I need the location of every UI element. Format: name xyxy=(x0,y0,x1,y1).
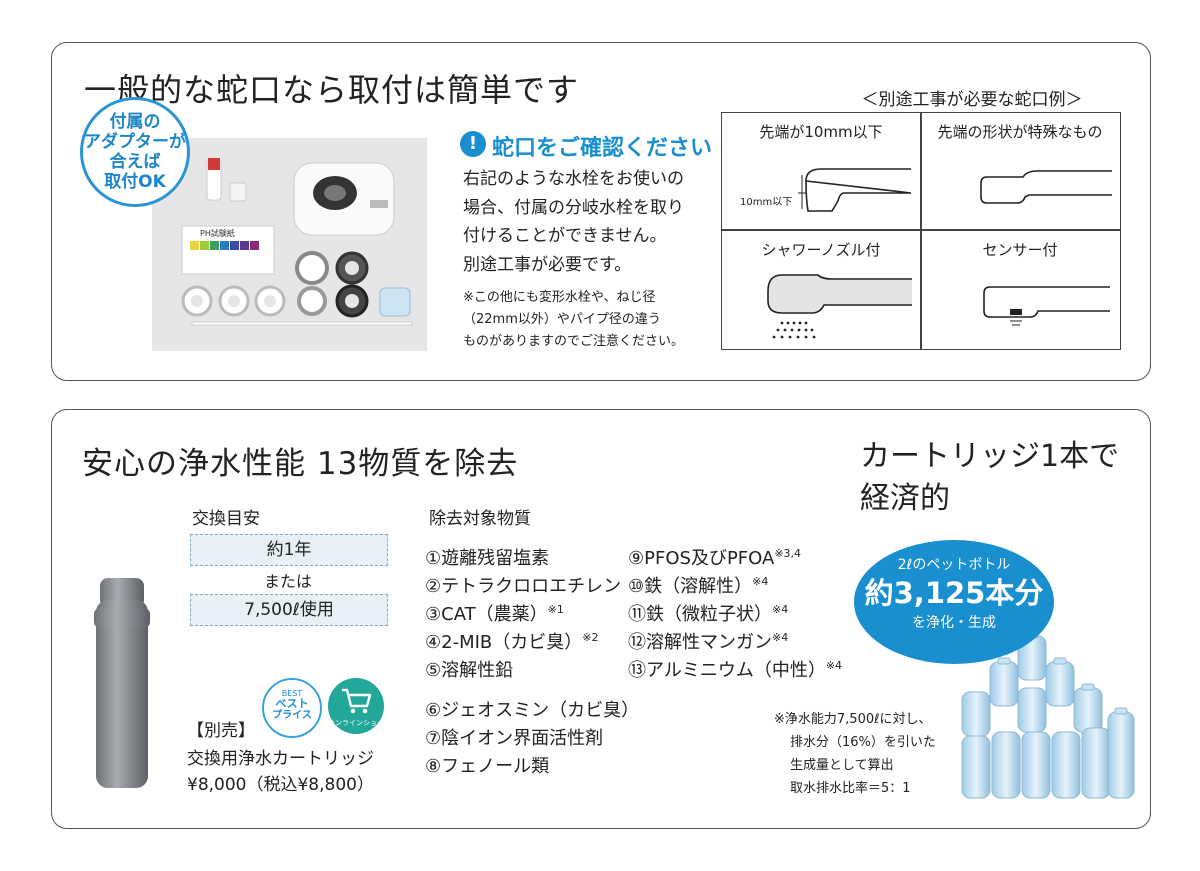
online-shop-badge[interactable]: オンラインショップ xyxy=(328,678,391,734)
economy-title-line: カートリッジ1本で xyxy=(860,439,1120,474)
exclamation-icon: ! xyxy=(460,131,486,157)
removal-item: ⑤溶解性鉛 xyxy=(425,660,514,681)
faucet-special-shape-icon xyxy=(980,170,1112,204)
exchange-label: 交換目安 xyxy=(192,509,260,529)
notice-small-line: ものがありますのでご注意ください。 xyxy=(463,334,685,349)
notice-small-line: （22mm以外）やパイプ径の違う xyxy=(463,312,661,327)
product-price: ¥8,000（税込¥8,800） xyxy=(187,775,374,795)
removal-item: ⑥ジェオスミン（カビ臭） xyxy=(425,700,640,721)
removal-item: ②テトラクロロエチレン xyxy=(425,576,622,597)
badge-line: 合えば xyxy=(109,152,161,172)
notice-small-line: ※この他にも変形水栓や、ねじ径 xyxy=(463,290,656,305)
grid-divider-h xyxy=(722,229,1120,231)
bubble-main: 約3,125本分 xyxy=(864,576,1044,610)
example-label-sensor: センサー付 xyxy=(982,241,1058,259)
best-price-badge: BEST ベスト プライス xyxy=(262,678,322,738)
grid-divider-v xyxy=(920,113,922,349)
notice-line: 右記のような水栓をお使いの xyxy=(463,169,684,189)
tip-10mm-sub: 10mm以下 xyxy=(740,197,793,208)
shopping-cart-icon xyxy=(342,688,372,714)
faucet-sensor-icon xyxy=(983,286,1110,326)
example-label-shower-nozzle: シャワーノズル付 xyxy=(761,241,881,259)
bottle-count-bubble: 2ℓのペットボトル 約3,125本分 を浄化・生成 xyxy=(854,540,1054,664)
notice-line: 場合、付属の分岐水栓を取り xyxy=(463,197,684,218)
economy-note-line: ※浄水能力7,500ℓに対し、 xyxy=(774,712,932,727)
removal-item: ③CAT（農薬）※1 xyxy=(425,603,564,625)
faucet-tip-10mm-icon xyxy=(798,168,912,212)
faucet-install-panel: 一般的な蛇口なら取付は簡単です xyxy=(51,42,1151,381)
bottle-stack-image xyxy=(961,632,1135,799)
best-price-sub: プライス xyxy=(272,710,312,721)
bubble-bottom: を浄化・生成 xyxy=(912,615,996,631)
economy-note-line: 取水排水比率＝5：1 xyxy=(790,781,911,796)
notice-line: 別途工事が必要です。 xyxy=(463,254,632,275)
badge-line: 付属の xyxy=(109,112,161,132)
kit-label: PH試験紙 xyxy=(200,229,235,238)
faucet-shower-nozzle-icon xyxy=(767,274,912,339)
exchange-or: または xyxy=(263,572,312,591)
economy-note-line: 排水分（16%）を引いた xyxy=(790,735,936,750)
notice-line: 付けることができません。 xyxy=(463,226,667,246)
economy-title: カートリッジ1本で 経済的 xyxy=(860,436,1119,520)
notice-body: 右記のような水栓をお使いの 場合、付属の分岐水栓を取り 付けることができません。… xyxy=(463,165,684,279)
best-price-top: BEST xyxy=(281,689,303,698)
example-label-tip-10mm: 先端が10mm以下 xyxy=(759,123,883,141)
removal-item: ⑬アルミニウム（中性）※4 xyxy=(628,659,843,681)
removal-item: ⑩鉄（溶解性）※4 xyxy=(628,575,769,597)
removal-item: ⑫溶解性マンガン※4 xyxy=(628,631,789,653)
section1-title: 一般的な蛇口なら取付は簡単です xyxy=(84,71,580,109)
product-name: 交換用浄水カートリッジ xyxy=(187,749,374,769)
exchange-value-2: 7,500ℓ使用 xyxy=(190,594,388,626)
removal-item: ⑪鉄（微粒子状）※4 xyxy=(628,603,789,625)
kit-photo: PH試験紙 xyxy=(152,138,427,351)
examples-title: ＜別途工事が必要な蛇口例＞ xyxy=(861,90,1083,110)
adapter-badge: 付属の アダプターが 合えば 取付OK xyxy=(80,97,190,207)
online-shop-label: オンラインショップ xyxy=(328,719,391,727)
economy-note-line: 生成量として算出 xyxy=(790,758,894,773)
cartridge-image xyxy=(94,578,150,788)
kit-photo-illustration xyxy=(181,158,413,326)
notice-small: ※この他にも変形水栓や、ねじ径 （22mm以外）やパイプ径の違う ものがあります… xyxy=(463,287,684,353)
filter-performance-panel: 安心の浄水性能 13物質を除去 交換目安 約1年 または 7,500ℓ使用 BE… xyxy=(51,409,1151,829)
exchange-value-1: 約1年 xyxy=(190,534,388,566)
best-price-main: ベスト xyxy=(275,697,309,710)
removal-item: ①遊離残留塩素 xyxy=(425,548,550,569)
removal-item: ⑧フェノール類 xyxy=(425,756,550,777)
removal-item: ⑨PFOS及びPFOA※3,4 xyxy=(628,547,802,569)
examples-grid: 先端が10mm以下 10mm以下 先端の形状が特殊なもの シャワーノズル付 セン… xyxy=(721,112,1121,350)
economy-notes: ※浄水能力7,500ℓに対し、 排水分（16%）を引いた 生成量として算出 取水… xyxy=(774,708,936,800)
example-label-special-shape: 先端の形状が特殊なもの xyxy=(937,123,1103,141)
removal-item: ⑦陰イオン界面活性剤 xyxy=(425,728,604,749)
badge-line: 取付OK xyxy=(104,172,166,192)
bubble-top: 2ℓのペットボトル xyxy=(897,557,1011,573)
product-tag: 【別売】 xyxy=(187,721,255,741)
economy-title-line: 経済的 xyxy=(860,481,950,516)
removal-item: ④2-MIB（カビ臭）※2 xyxy=(425,631,599,653)
section2-title: 安心の浄水性能 13物質を除去 xyxy=(82,446,519,482)
removal-label: 除去対象物質 xyxy=(429,509,531,529)
badge-line: アダプターが xyxy=(84,132,186,152)
notice-title: 蛇口をご確認ください xyxy=(492,136,713,161)
